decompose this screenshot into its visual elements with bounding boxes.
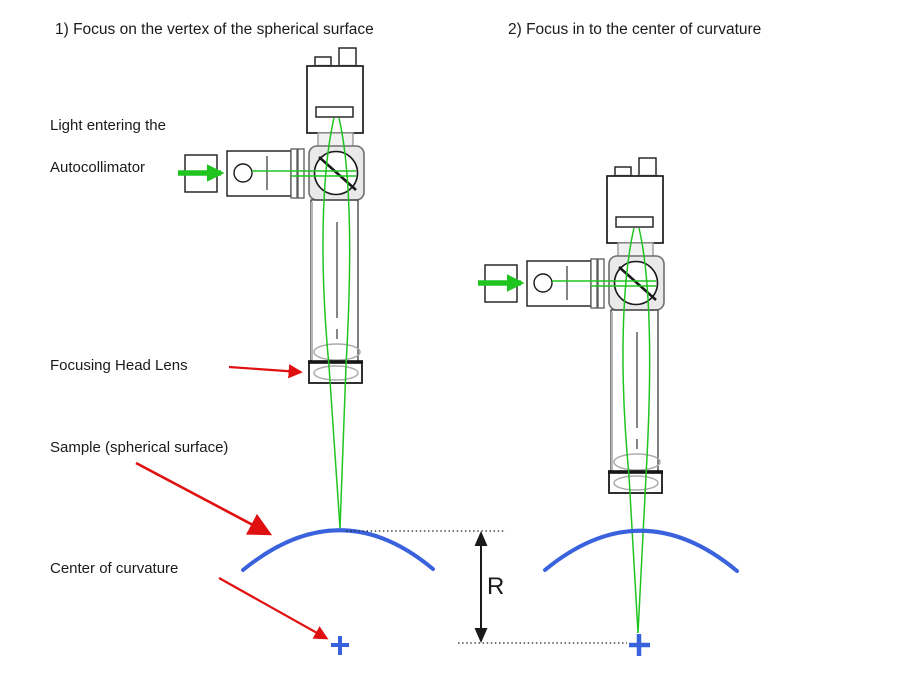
- autocollimator-2: [483, 156, 666, 495]
- dimension-arrowhead-down: [474, 628, 488, 643]
- pointer-arrows: [135, 364, 329, 640]
- label-center-of-curvature: Center of curvature: [50, 560, 179, 577]
- light-rays-1: [178, 117, 356, 529]
- label-light-entering-line1: Light entering the: [50, 117, 166, 134]
- construction-dotted-lines: [346, 530, 627, 644]
- radius-label: R: [487, 573, 505, 600]
- center-of-curvature-mark-1: [331, 636, 349, 655]
- step2-title: 2) Focus in to the center of curvature: [508, 21, 762, 38]
- label-sample: Sample (spherical surface): [50, 439, 229, 456]
- autocollimator-1: [183, 46, 366, 385]
- center-of-curvature-mark-2: [629, 634, 650, 656]
- pointer-sample: [135, 461, 273, 536]
- spherical-surface-arc-1: [241, 528, 435, 572]
- label-light-entering-line2: Autocollimator: [50, 159, 146, 176]
- light-rays-2: [478, 227, 656, 634]
- dimension-arrowhead-up: [474, 531, 488, 546]
- pointer-center-of-curvature: [218, 577, 329, 640]
- step1-title: 1) Focus on the vertex of the spherical …: [55, 21, 374, 38]
- radius-dimension: [474, 531, 488, 643]
- pointer-focusing-head-lens: [228, 364, 303, 379]
- spherical-surface-arc-2: [543, 528, 739, 573]
- label-focusing-head-lens: Focusing Head Lens: [50, 357, 188, 374]
